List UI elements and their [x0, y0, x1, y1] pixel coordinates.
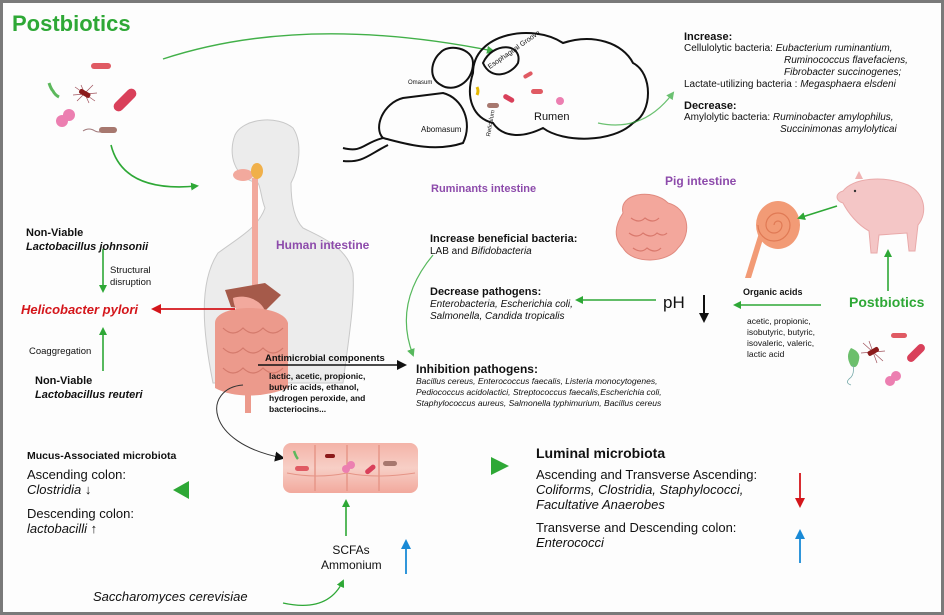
- decrease-pathogens-heading: Decrease pathogens:: [430, 286, 542, 298]
- cellulolytic-species-2: Ruminococcus flavefaciens,: [784, 55, 908, 66]
- luminal-group2-label: Transverse and Descending colon:: [536, 520, 737, 535]
- luminal-group1-taxa-1: Coliforms, Clostridia, Staphylococci,: [536, 482, 744, 497]
- organic-acid-item: lactic acid: [747, 349, 785, 359]
- arrow-colon-to-luminal-head: [491, 457, 509, 475]
- postbiotics-pig-label: Postbiotics: [849, 294, 925, 310]
- arrow-postbiotics-to-human: [110, 144, 199, 191]
- lab-text: LAB and: [430, 246, 472, 257]
- increase-beneficial-block: Increase beneficial bacteria: LAB and Bi…: [430, 233, 577, 258]
- mucus-desc-dir-icon: ↑: [90, 521, 98, 536]
- antimicrobial-item: lactic, acetic, propionic,: [269, 371, 366, 381]
- abomasum-label: Abomasum: [421, 125, 462, 134]
- rumen-effects: Increase: Cellulolytic bacteria: Eubacte…: [684, 31, 934, 136]
- cellulolytic-species-1: Eubacterium ruminantium,: [775, 43, 893, 54]
- decrease-pathogens-line1: Enterobacteria, Escherichia coli,: [430, 299, 573, 310]
- human-body-illustration: [203, 119, 354, 462]
- inhibition-heading: Inhibition pathogens:: [416, 362, 538, 376]
- rumen-increase-heading: Increase:: [684, 31, 733, 43]
- amylolytic-species-1: Ruminobacter amylophilus,: [772, 112, 894, 123]
- antimicrobial-item: butyric acids, ethanol,: [269, 382, 359, 392]
- ruminants-intestine-label: Ruminants intestine: [431, 183, 537, 195]
- antimicrobial-item: bacteriocins...: [269, 404, 327, 414]
- colon-illustration: [283, 443, 418, 493]
- reuteri-viability: Non-Viable: [35, 375, 93, 387]
- diagram-artwork: [47, 32, 925, 607]
- cellulolytic-label: Cellulolytic bacteria:: [684, 43, 773, 54]
- pig-intestine-label: Pig intestine: [665, 174, 737, 188]
- cellulolytic-species-3: Fibrobacter succinogenes;: [784, 67, 902, 78]
- omasum-label: Omasum: [408, 80, 433, 86]
- structural-disruption-label: Structural disruption: [110, 265, 151, 288]
- rumen-bacteria: [475, 71, 564, 108]
- organic-acids-list: acetic, propionic, isobutyric, butyric, …: [747, 316, 815, 360]
- amylolytic-species-2: Succinimonas amylolyticai: [780, 124, 897, 135]
- arrow-pig-to-colon: [797, 205, 838, 221]
- scfa-line2: Ammonium: [321, 558, 382, 572]
- organic-acid-item: isovaleric, valeric,: [747, 338, 815, 348]
- johnsonii-viability: Non-Viable: [26, 227, 84, 239]
- arrow-ruminant-to-inhibition: [405, 254, 434, 357]
- structural-line1: Structural: [110, 265, 151, 276]
- inhibition-line3: Staphylococcus aureus, Salmonella typhim…: [416, 398, 662, 408]
- luminal-block: Luminal microbiota Ascending and Transve…: [536, 445, 757, 550]
- pig-small-intestine-icon: [615, 193, 688, 261]
- mucus-heading: Mucus-Associated microbiota: [27, 450, 177, 462]
- arrow-colon-to-mucus-head: [173, 481, 189, 499]
- antimicrobial-item: hydrogen peroxide, and: [269, 393, 366, 403]
- bacteria-cluster-right: [847, 333, 925, 386]
- pig-spiral-colon-icon: [745, 201, 800, 278]
- antimicrobial-list: lactic, acetic, propionic, butyric acids…: [269, 371, 365, 415]
- mucus-desc-label: Descending colon:: [27, 506, 134, 521]
- inhibition-line1: Bacillus cereus, Enterococcus faecalis, …: [416, 376, 658, 386]
- coaggregation-label: Coaggregation: [29, 346, 92, 357]
- decrease-pathogens-line2: Salmonella, Candida tropicalis: [430, 311, 565, 322]
- page-title: Postbiotics: [12, 11, 131, 36]
- luminal-heading: Luminal microbiota: [536, 445, 666, 461]
- saccharomyces-label: Saccharomyces cerevisiae: [93, 589, 248, 604]
- lactate-species: Megasphaera elsdeni: [800, 79, 896, 90]
- structural-line2: disruption: [110, 276, 152, 288]
- inhibition-line2: Pediococcus acidolactici, Streptococcus …: [416, 387, 662, 397]
- mucus-asc-dir-icon: ↓: [84, 482, 92, 497]
- mucus-desc-taxon: lactobacilli: [27, 521, 87, 536]
- reuteri-block: Non-Viable Lactobacillus reuteri: [35, 374, 143, 402]
- organic-acid-item: isobutyric, butyric,: [747, 327, 816, 337]
- reuteri-name: Lactobacillus reuteri: [35, 389, 143, 401]
- rumen-illustration: [342, 32, 649, 163]
- amylolytic-label: Amylolytic bacteria:: [684, 112, 771, 123]
- increase-beneficial-heading: Increase beneficial bacteria:: [430, 233, 578, 245]
- decrease-pathogens-block: Decrease pathogens: Enterobacteria, Esch…: [430, 286, 573, 323]
- ph-label: pH: [663, 293, 685, 312]
- scfa-label: SCFAs Ammonium: [321, 543, 382, 573]
- mucus-asc-label: Ascending colon:: [27, 467, 127, 482]
- mucus-asc-taxon: Clostridia: [27, 482, 82, 497]
- arrow-saccharomyces-to-scfa: [282, 579, 345, 607]
- antimicrobial-heading: Antimicrobial components: [265, 353, 385, 364]
- pig-illustration: [836, 171, 925, 254]
- rumen-label: Rumen: [534, 111, 570, 123]
- rumen-decrease-heading: Decrease:: [684, 100, 737, 112]
- arrow-postbiotics-to-rumen: [162, 33, 495, 60]
- mucus-block: Mucus-Associated microbiota Ascending co…: [27, 449, 176, 536]
- organic-acids-heading: Organic acids: [743, 287, 803, 297]
- johnsonii-name: Lactobacillus johnsonii: [26, 241, 149, 253]
- luminal-group2-taxa: Enterococci: [536, 535, 604, 550]
- inhibition-block: Inhibition pathogens: Bacillus cereus, E…: [416, 362, 662, 409]
- luminal-group1-label: Ascending and Transverse Ascending:: [536, 467, 758, 482]
- arrow-rumen-to-increase: [597, 91, 675, 126]
- lactate-label: Lactate-utilizing bacteria :: [684, 79, 798, 90]
- johnsonii-block: Non-Viable Lactobacillus johnsonii: [26, 226, 148, 254]
- scfa-line1: SCFAs: [332, 543, 370, 557]
- human-intestine-label: Human intestine: [276, 238, 370, 252]
- bifidobacteria-text: Bifidobacteria: [471, 246, 532, 257]
- organic-acid-item: acetic, propionic,: [747, 316, 811, 326]
- helicobacter-pylori-label: Helicobacter pylori: [21, 302, 139, 317]
- luminal-group1-taxa-2: Facultative Anaerobes: [536, 497, 665, 512]
- bacteria-cluster-topleft: [47, 63, 137, 133]
